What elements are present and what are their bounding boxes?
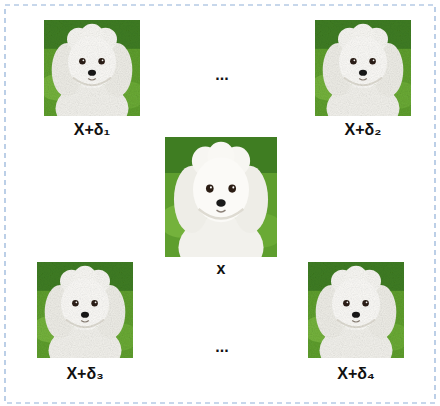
- ellipsis: ...: [215, 338, 228, 356]
- image-label: x: [217, 260, 226, 278]
- image-label: X+δ₃: [66, 365, 103, 383]
- original-image: [159, 137, 283, 279]
- dashed-border: [5, 5, 435, 403]
- perturbed-image: [39, 20, 146, 133]
- perturbed-image: [310, 20, 417, 133]
- image-label: X+δ₁: [74, 121, 110, 139]
- image-label: X+δ₄: [337, 365, 374, 383]
- perturbed-image: [32, 262, 139, 375]
- perturbed-image: [303, 262, 410, 375]
- ellipsis: ...: [215, 66, 228, 84]
- image-label: X+δ₂: [345, 121, 382, 139]
